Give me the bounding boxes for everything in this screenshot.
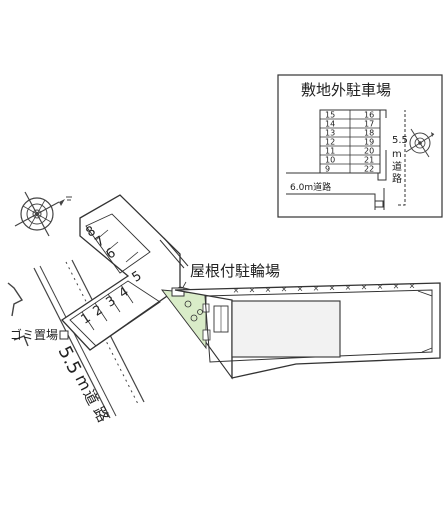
road-55-label-c1: 道 [79,387,102,409]
inset-stall-12: 12 [325,138,335,147]
stall-divider [94,302,108,322]
fence-mark [361,284,367,290]
trash-area-marker [59,330,69,340]
fence-marks [233,283,415,293]
fence-mark [329,285,335,291]
road-55-label-c2: 路 [89,404,112,426]
fence-mark [313,286,319,291]
building [231,300,341,358]
inset-stall-19: 19 [364,138,374,147]
fence-mark [297,286,303,291]
inset-stall-13: 13 [325,129,335,138]
stall-divider [125,251,139,263]
inset-stall-22: 22 [364,165,374,174]
stall-divider [95,229,109,241]
fence-mark [345,285,351,290]
compass-icon [14,191,72,237]
road-55-label-num: 5.5 [54,343,86,378]
fence-mark [233,288,239,293]
inset-road-55-label-d: 路 [392,172,402,185]
road-edge-left [33,267,111,419]
stall-divider [107,293,121,313]
fence-mark [393,284,399,289]
inset-parking-rows: 15 16 14 17 13 18 12 19 11 20 10 21 9 22 [320,111,380,174]
stall-divider [81,311,95,331]
stall-divider [105,241,119,253]
inset-stall-16: 16 [364,111,374,120]
fence-mark [265,287,271,292]
inset-road-55-label-c: 道 [392,160,402,173]
inset-road-55-label-b: m [392,149,402,160]
fence-mark [281,286,287,292]
trash-area-label: ゴミ置場 [10,327,58,342]
inset-stall-11: 11 [325,147,335,156]
bike-shed-label: 屋根付駐輪場 [190,262,280,280]
inset-stall-21: 21 [364,156,374,165]
inset-stall-17: 17 [364,120,374,129]
inset-road-55-label-a: 5.5 [392,135,408,146]
road-55-label-m: m [71,371,95,394]
inset-stall-9: 9 [325,165,330,174]
inset-stall-10: 10 [325,156,335,165]
green-area [161,289,207,350]
fence-mark [409,283,415,289]
inset-stall-14: 14 [325,120,335,129]
inset-title: 敷地外駐車場 [301,81,391,99]
inset-stall-15: 15 [325,111,335,120]
fence-mark [249,287,255,293]
fence-mark [377,284,383,289]
inset-stall-18: 18 [364,129,374,138]
inset-compass-icon [405,128,435,158]
inset-road-60-label: 6.0m道路 [290,181,331,193]
inset-stall-20: 20 [364,147,374,156]
stall-divider [120,284,134,304]
